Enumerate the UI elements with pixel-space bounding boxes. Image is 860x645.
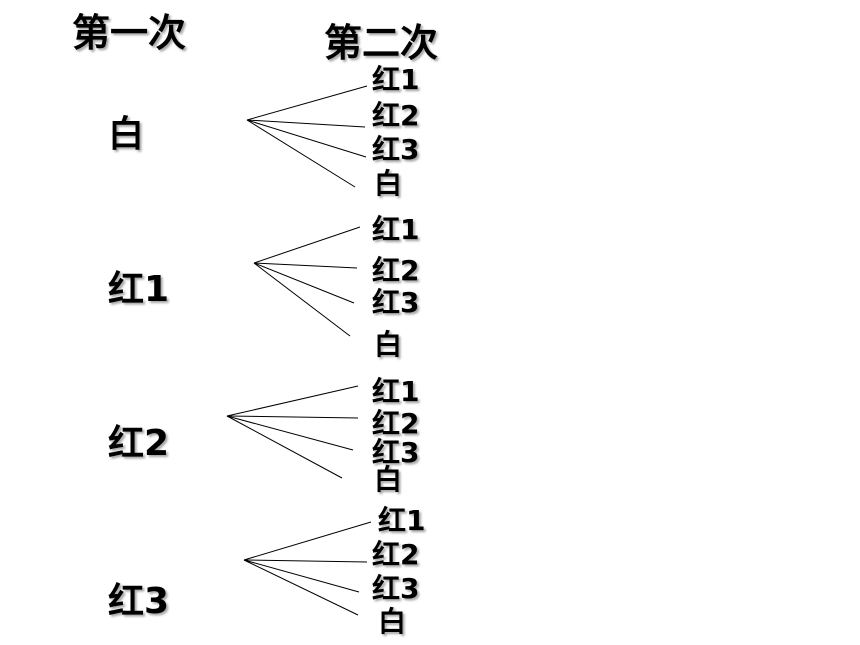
second-draw-label: 红2 (372, 99, 420, 132)
second-draw-label: 红2 (372, 538, 420, 571)
branch-line (243, 559, 359, 616)
branch-line (226, 415, 343, 479)
second-draw-label: 红3 (372, 436, 420, 469)
branch-line (246, 85, 368, 121)
branch-line (226, 385, 359, 417)
second-draw-label: 红1 (372, 375, 420, 408)
branch-line (253, 262, 351, 337)
branch-line (226, 415, 354, 451)
first-draw-label: 红1 (108, 269, 170, 310)
second-draw-label: 红2 (372, 407, 420, 440)
second-draw-label: 白 (378, 605, 407, 638)
second-draw-label: 红3 (372, 133, 420, 166)
branch-line (243, 521, 372, 561)
first-draw-label: 白 (108, 114, 145, 155)
second-draw-label: 白 (374, 167, 403, 200)
second-draw-label: 红2 (372, 254, 420, 287)
second-draw-label: 红1 (378, 504, 426, 537)
header-second-draw: 第二次 (324, 21, 439, 65)
second-draw-label: 红3 (372, 286, 420, 319)
second-draw-label: 红3 (372, 572, 420, 605)
second-draw-label: 红1 (372, 63, 420, 96)
branch-line (253, 262, 355, 304)
branch-line (243, 559, 368, 563)
branch-line (243, 559, 360, 593)
second-draw-label: 白 (374, 463, 403, 496)
first-draw-label: 红2 (108, 423, 170, 464)
header-first-draw: 第一次 (72, 11, 187, 55)
branch-line (246, 119, 366, 128)
branch-line (253, 262, 358, 269)
branch-line (253, 226, 361, 264)
second-draw-label: 红1 (372, 213, 420, 246)
branch-line (246, 119, 367, 158)
branch-line (226, 415, 359, 419)
branch-line (246, 119, 356, 188)
first-draw-label: 红3 (108, 581, 170, 622)
second-draw-label: 白 (374, 328, 403, 361)
